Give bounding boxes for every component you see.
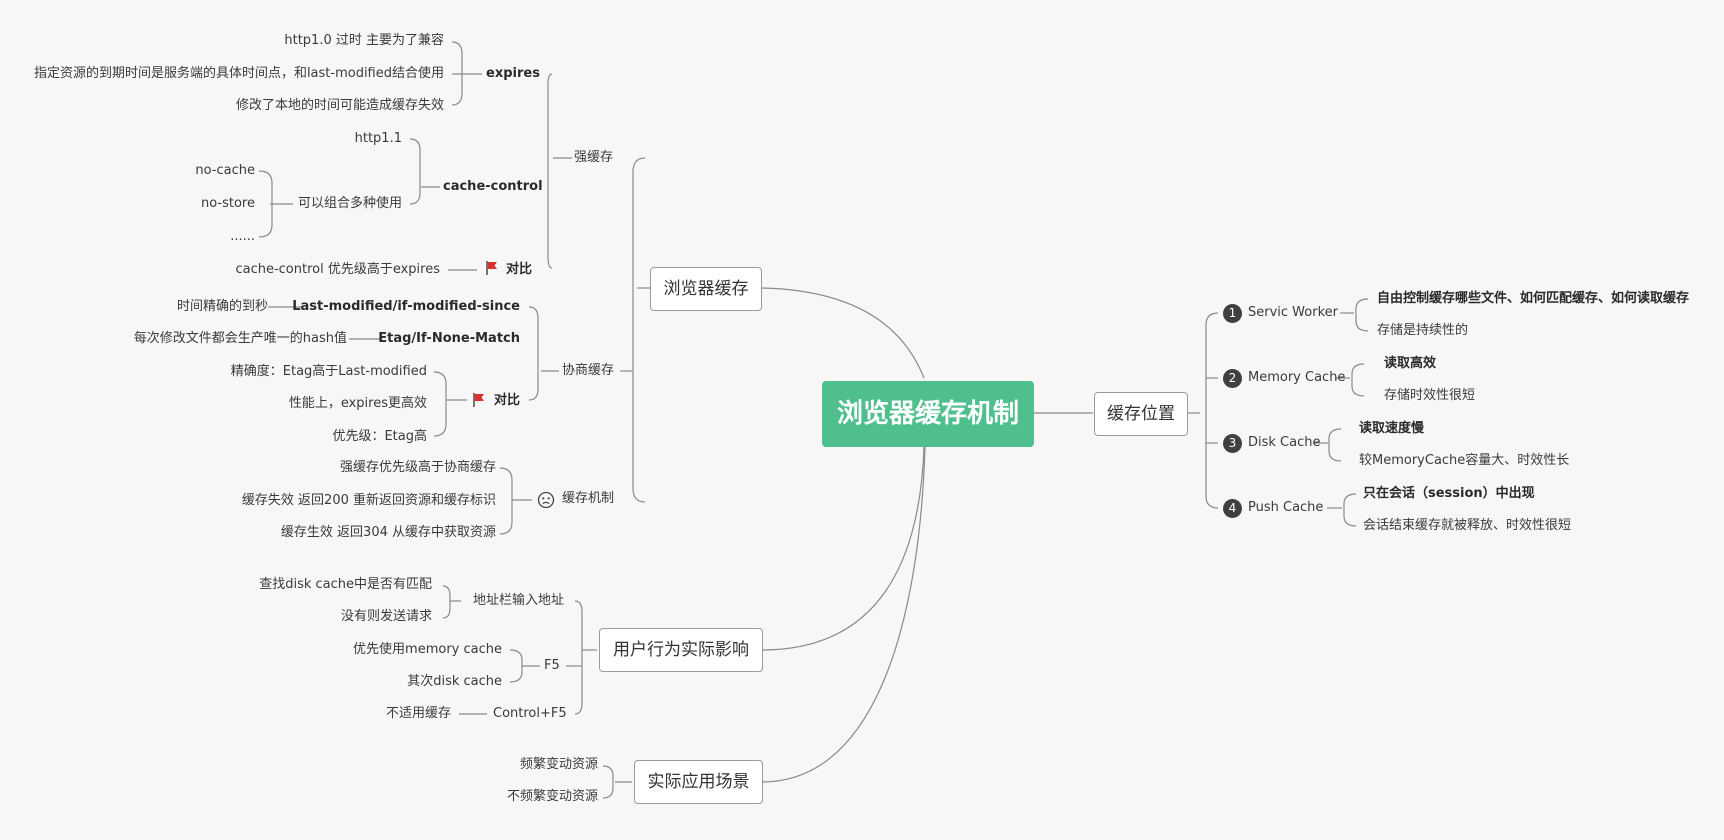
- expires-note-3: 修改了本地的时间可能造成缓存失效: [235, 98, 444, 113]
- bracket-mechanism: [499, 467, 513, 535]
- last-modified-note: 时间精确的到秒: [176, 299, 268, 314]
- mechanism-note-3: 缓存生效 返回304 从缓存中获取资源: [280, 525, 496, 540]
- flag-icon: [486, 261, 497, 275]
- scenario-item-1: 频繁变动资源: [519, 757, 598, 772]
- mechanism-note-2: 缓存失效 返回200 重新返回资源和缓存标识: [241, 493, 496, 508]
- ctrl-f5-note: 不适用缓存: [385, 706, 451, 721]
- no-store-item: no-store: [200, 196, 255, 211]
- scenario-item-2: 不频繁变动资源: [506, 789, 598, 804]
- address-label[interactable]: 地址栏输入地址: [473, 593, 565, 608]
- address-note-2: 没有则发送请求: [340, 609, 432, 624]
- address-note-1: 查找disk cache中是否有匹配: [259, 577, 432, 592]
- strong-cache-label[interactable]: 强缓存: [574, 150, 614, 165]
- bracket-combo: [258, 170, 273, 238]
- disk-cache-note-2: 较MemoryCache容量大、时效性长: [1359, 453, 1570, 468]
- push-cache-label[interactable]: Push Cache: [1248, 500, 1324, 515]
- negotiate-compare-note-2: 性能上，expires更高效: [288, 396, 427, 411]
- memory-cache-note-1: 读取高效: [1384, 356, 1437, 371]
- etag-label[interactable]: Etag/If-None-Match: [378, 331, 520, 346]
- no-cache-item: no-cache: [195, 163, 255, 178]
- bracket-strong-cache: [547, 73, 553, 269]
- bracket-cache-control: [409, 138, 421, 205]
- push-cache-note-2: 会话结束缓存就被释放、时效性很短: [1363, 518, 1572, 533]
- bracket-location: [1205, 312, 1219, 509]
- strong-compare-note: cache-control 优先级高于expires: [235, 262, 440, 277]
- service-worker-note-2: 存储是持续性的: [1377, 323, 1469, 338]
- negotiate-compare-note-1: 精确度：Etag高于Last-modified: [230, 364, 427, 379]
- strong-compare-label[interactable]: 对比: [506, 262, 533, 277]
- number-badge-1: 1: [1223, 304, 1242, 323]
- disk-cache-note-1: 读取速度慢: [1359, 421, 1425, 436]
- expires-note-1: http1.0 过时 主要为了兼容: [284, 33, 444, 48]
- mechanism-label[interactable]: 缓存机制: [562, 491, 615, 506]
- cache-location-node[interactable]: 缓存位置: [1094, 392, 1188, 436]
- memory-cache-label[interactable]: Memory Cache: [1248, 370, 1346, 385]
- flag-icon: [473, 393, 484, 407]
- last-modified-label[interactable]: Last-modified/if-modified-since: [292, 299, 520, 314]
- connector-root-scenarios: [761, 446, 926, 783]
- bracket-address: [442, 585, 451, 619]
- http11-note: http1.1: [354, 131, 402, 146]
- bracket-scenarios: [602, 765, 614, 799]
- negotiate-cache-label[interactable]: 协商缓存: [562, 363, 615, 378]
- face-icon: [537, 491, 555, 509]
- negotiate-compare-label[interactable]: 对比: [494, 393, 521, 408]
- ellipsis-item: ......: [230, 229, 255, 244]
- bracket-compare-negotiate: [433, 371, 447, 437]
- number-badge-3: 3: [1223, 434, 1242, 453]
- push-cache-note-1: 只在会话（session）中出现: [1363, 486, 1535, 501]
- root-node[interactable]: 浏览器缓存机制: [822, 381, 1034, 447]
- number-badge-4: 4: [1223, 499, 1242, 518]
- disk-cache-label[interactable]: Disk Cache: [1248, 435, 1321, 450]
- expires-note-2: 指定资源的到期时间是服务端的具体时间点，和last-modified结合使用: [33, 66, 444, 81]
- mechanism-note-1: 强缓存优先级高于协商缓存: [339, 460, 496, 475]
- expires-label[interactable]: expires: [486, 66, 540, 81]
- bracket-f5: [509, 649, 523, 683]
- ctrl-f5-label[interactable]: Control+F5: [493, 706, 567, 721]
- bracket-browser-cache: [632, 157, 646, 503]
- connector-root-browser-cache: [760, 287, 925, 379]
- negotiate-compare-note-3: 优先级：Etag高: [332, 429, 427, 444]
- scenarios-node[interactable]: 实际应用场景: [634, 760, 763, 804]
- browser-cache-node[interactable]: 浏览器缓存: [650, 267, 762, 311]
- bracket-user-behavior: [574, 600, 583, 715]
- etag-note: 每次修改文件都会生产唯一的hash值: [133, 331, 347, 346]
- service-worker-note-1: 自由控制缓存哪些文件、如何匹配缓存、如何读取缓存: [1377, 291, 1690, 306]
- bracket-expires: [451, 41, 463, 106]
- f5-label[interactable]: F5: [544, 658, 560, 673]
- f5-note-1: 优先使用memory cache: [353, 642, 502, 657]
- cache-control-label[interactable]: cache-control: [443, 179, 543, 194]
- combo-label[interactable]: 可以组合多种使用: [297, 196, 402, 211]
- bracket-negotiate: [528, 306, 539, 401]
- connector-root-user-behavior: [761, 446, 925, 651]
- user-behavior-node[interactable]: 用户行为实际影响: [599, 628, 763, 672]
- service-worker-label[interactable]: Servic Worker: [1248, 305, 1338, 320]
- memory-cache-note-2: 存储时效性很短: [1384, 388, 1476, 403]
- f5-note-2: 其次disk cache: [407, 674, 502, 689]
- number-badge-2: 2: [1223, 369, 1242, 388]
